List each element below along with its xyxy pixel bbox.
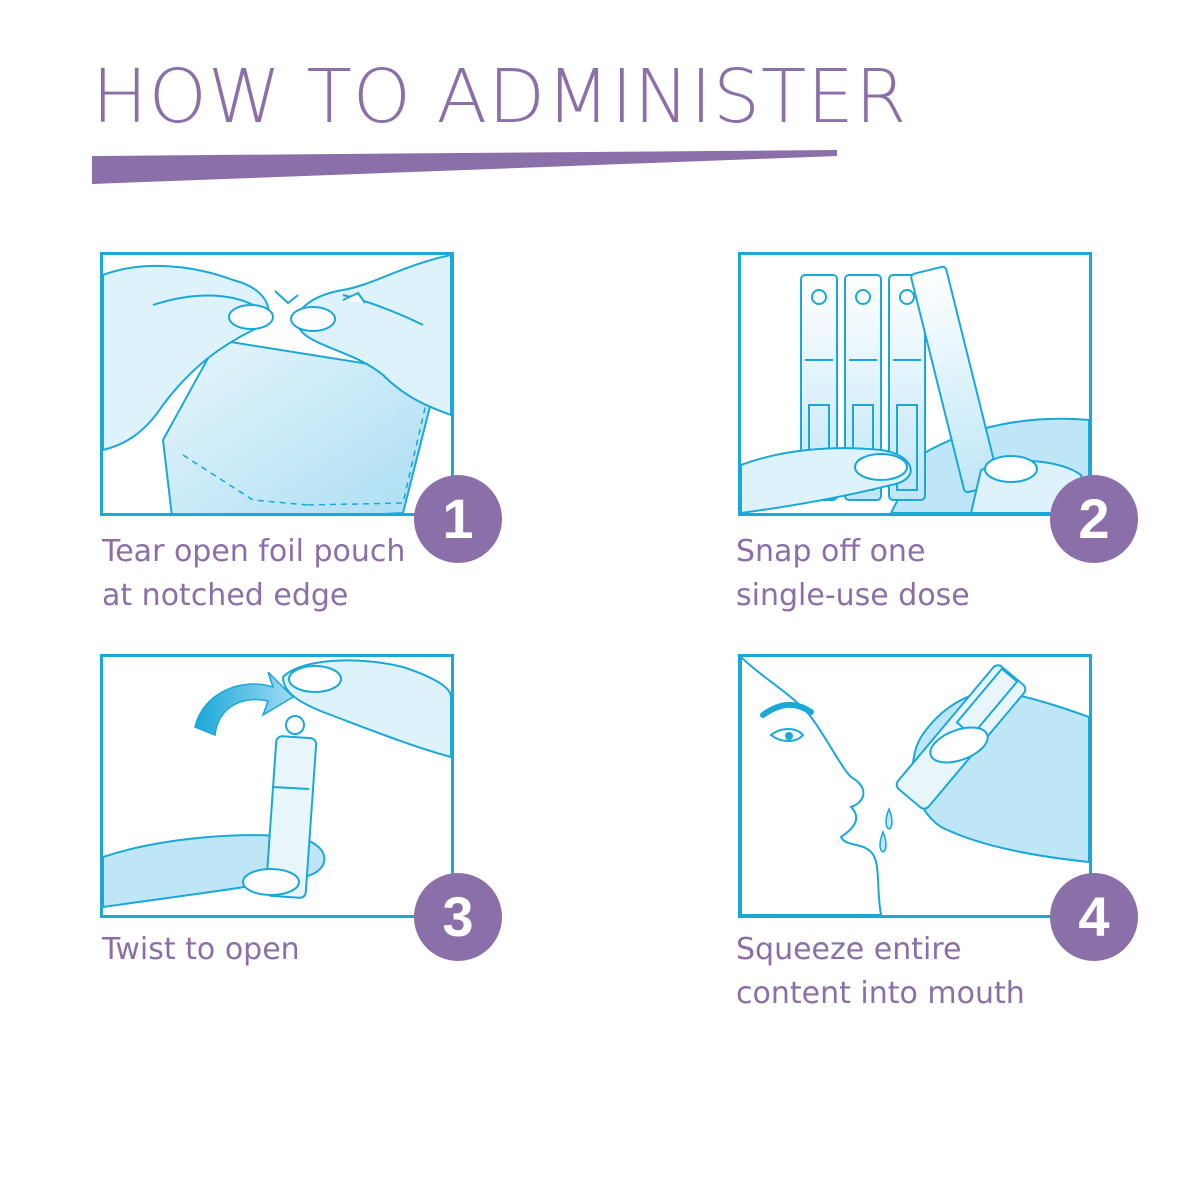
step-3-badge: 3 [414, 873, 502, 961]
step-2-badge: 2 [1050, 475, 1138, 563]
step-4-caption: Squeeze entire content into mouth [736, 928, 1025, 1016]
step-4-caption-line-1: Squeeze entire [736, 932, 962, 967]
step-4-badge: 4 [1050, 873, 1138, 961]
step-1-caption: Tear open foil pouch at notched edge [102, 530, 405, 618]
step-3-illustration [100, 654, 454, 918]
squeeze-into-mouth-icon [741, 657, 1089, 915]
vials-snap-icon [741, 265, 1089, 513]
step-1-badge: 1 [414, 475, 502, 563]
step-4-illustration [738, 654, 1092, 918]
step-1-caption-line-2: at notched edge [102, 578, 349, 613]
step-3-caption-line-1: Twist to open [102, 932, 300, 967]
step-1-caption-line-1: Tear open foil pouch [102, 534, 406, 569]
page-title: HOW TO ADMINISTER [92, 54, 908, 140]
hands-tearing-pouch-icon [103, 255, 451, 513]
twist-vial-icon [103, 659, 451, 909]
step-2-caption-line-2: single-use dose [736, 578, 970, 613]
step-2-caption-line-1: Snap off one [736, 534, 926, 569]
title-underline [92, 150, 837, 184]
step-2-caption: Snap off one single-use dose [736, 530, 970, 618]
step-1-illustration [100, 252, 454, 516]
step-4-caption-line-2: content into mouth [736, 976, 1025, 1011]
step-2-illustration [738, 252, 1092, 516]
step-3-caption: Twist to open [102, 928, 300, 972]
